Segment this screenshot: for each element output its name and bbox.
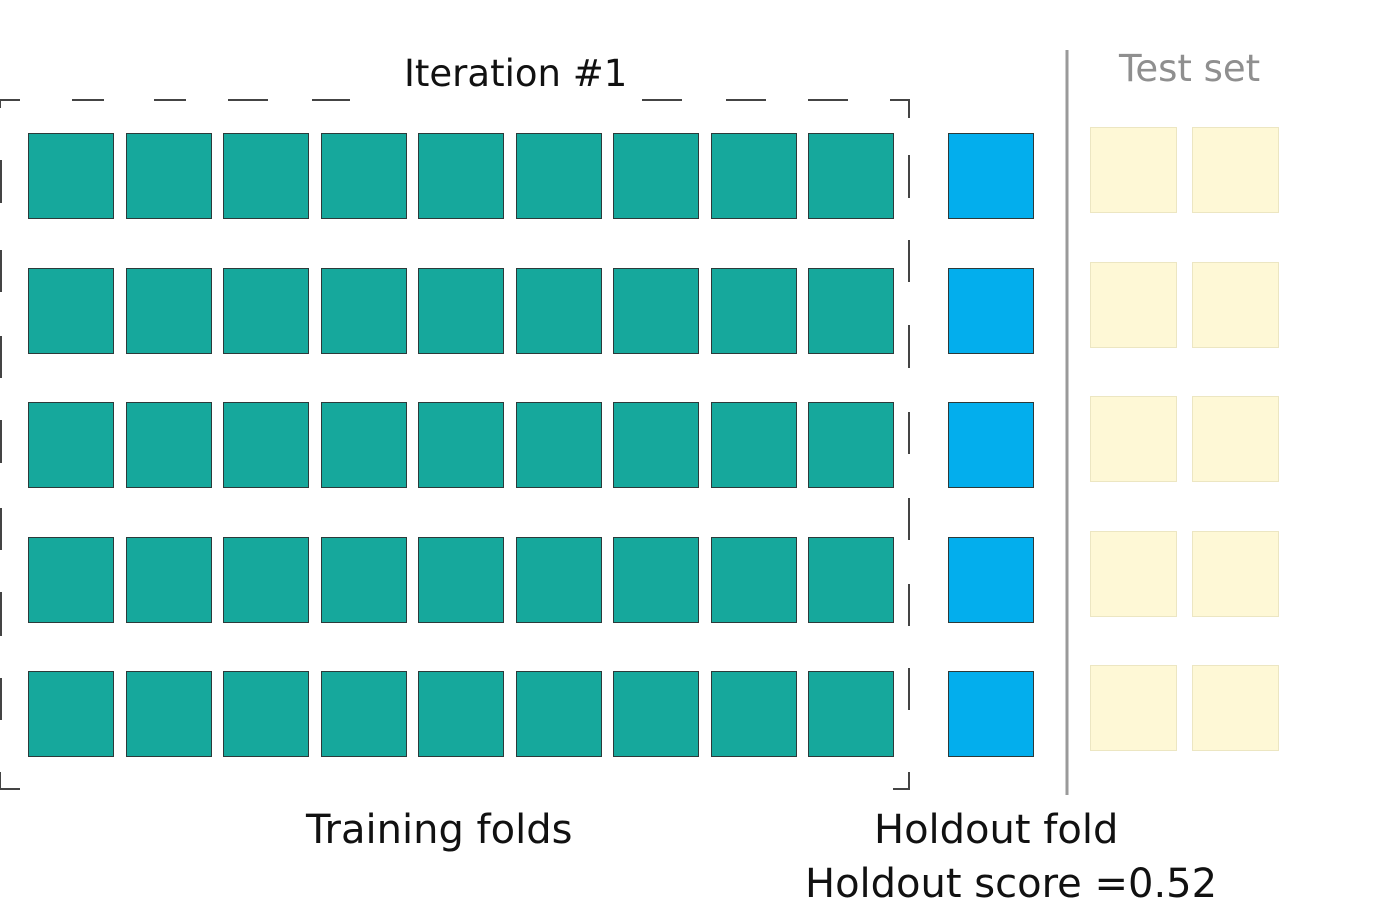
training-fold (418, 133, 504, 219)
training-fold (321, 537, 407, 623)
training-fold (516, 133, 602, 219)
training-fold (808, 268, 894, 354)
training-fold (613, 671, 699, 757)
holdout-fold (948, 133, 1034, 219)
training-fold (613, 133, 699, 219)
test-set-label: Test set (1119, 47, 1261, 90)
frame-corner (0, 772, 20, 790)
holdout-fold (948, 268, 1034, 354)
training-fold (418, 402, 504, 488)
holdout-fold (948, 537, 1034, 623)
training-fold (516, 671, 602, 757)
holdout-score-label: Holdout score =0.52 (805, 861, 1218, 907)
training-fold (711, 671, 797, 757)
test-block (1090, 262, 1177, 348)
holdout-fold (948, 671, 1034, 757)
training-fold (808, 133, 894, 219)
dashed-frame (0, 99, 910, 790)
frame-corner (893, 772, 910, 790)
training-fold (711, 133, 797, 219)
training-fold (126, 537, 212, 623)
training-fold (28, 671, 114, 757)
training-fold (711, 537, 797, 623)
training-fold (126, 133, 212, 219)
training-fold (321, 133, 407, 219)
training-fold (321, 268, 407, 354)
training-fold (28, 537, 114, 623)
training-folds-label: Training folds (306, 807, 573, 853)
training-fold (126, 671, 212, 757)
training-fold (223, 671, 309, 757)
test-block (1090, 127, 1177, 213)
holdout-fold-label: Holdout fold (874, 807, 1119, 853)
training-fold (418, 537, 504, 623)
training-fold (28, 268, 114, 354)
training-fold (808, 402, 894, 488)
frame-corner (890, 99, 910, 118)
training-fold (711, 402, 797, 488)
training-fold (613, 268, 699, 354)
training-fold (28, 133, 114, 219)
test-block (1192, 127, 1279, 213)
iteration-title: Iteration #1 (404, 52, 628, 95)
training-fold (711, 268, 797, 354)
training-fold (418, 268, 504, 354)
training-fold (516, 537, 602, 623)
training-fold (321, 671, 407, 757)
training-fold (418, 671, 504, 757)
training-fold (223, 133, 309, 219)
training-fold (808, 671, 894, 757)
training-fold (223, 402, 309, 488)
training-fold (223, 268, 309, 354)
test-block (1192, 262, 1279, 348)
test-block (1192, 531, 1279, 617)
training-fold (126, 402, 212, 488)
training-fold (28, 402, 114, 488)
training-fold (613, 402, 699, 488)
test-block (1090, 665, 1177, 751)
test-block (1090, 396, 1177, 482)
holdout-fold (948, 402, 1034, 488)
training-fold (516, 268, 602, 354)
training-fold (321, 402, 407, 488)
training-fold (613, 537, 699, 623)
training-fold (808, 537, 894, 623)
test-block (1192, 665, 1279, 751)
test-block (1090, 531, 1177, 617)
training-fold (126, 268, 212, 354)
training-fold (223, 537, 309, 623)
training-fold (516, 402, 602, 488)
test-block (1192, 396, 1279, 482)
